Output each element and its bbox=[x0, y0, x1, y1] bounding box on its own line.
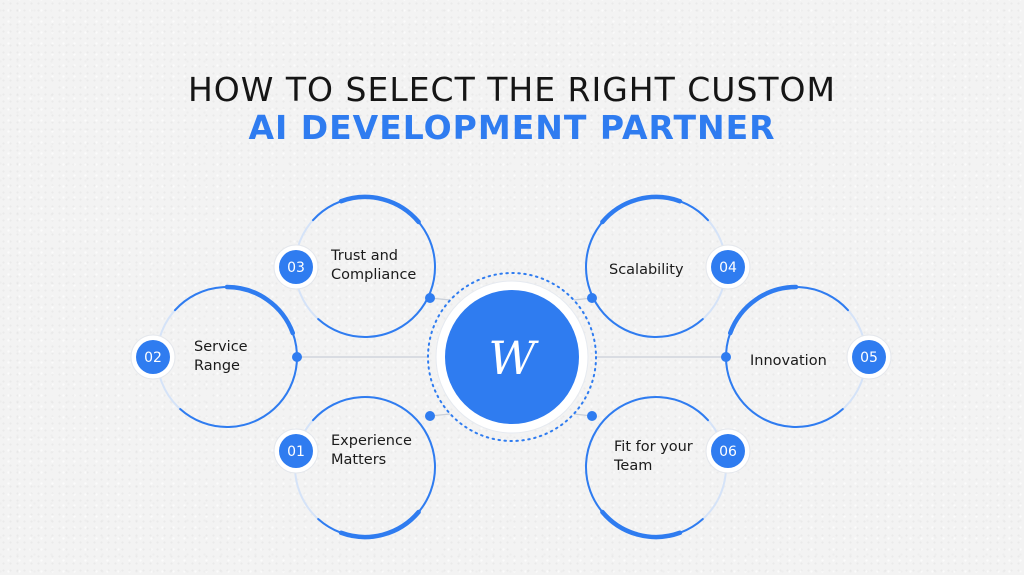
ring-accent-arc bbox=[338, 194, 421, 225]
title-line-1: HOW TO SELECT THE RIGHT CUSTOM bbox=[187, 70, 836, 109]
badge-number: 06 bbox=[719, 444, 737, 460]
badge-inner bbox=[711, 434, 745, 468]
number-badges: 01 02 03 04 05 06 bbox=[130, 244, 892, 474]
ring-accent-arc bbox=[600, 194, 683, 225]
item-rings bbox=[156, 194, 867, 540]
center-hub: W bbox=[427, 272, 597, 442]
label-line: Innovation bbox=[750, 353, 827, 369]
label-line: Service bbox=[194, 339, 248, 355]
connector-dot-05 bbox=[721, 352, 731, 362]
item-ring-03 bbox=[294, 194, 436, 338]
badge-inner bbox=[711, 250, 745, 284]
badge-number: 01 bbox=[287, 444, 305, 460]
number-badge-04: 04 bbox=[705, 244, 751, 290]
label-line: Compliance bbox=[331, 267, 416, 283]
badge-inner bbox=[279, 250, 313, 284]
label-line: Matters bbox=[331, 452, 386, 468]
badge-inner bbox=[279, 434, 313, 468]
connector-dot-02 bbox=[292, 352, 302, 362]
ring-accent-arc bbox=[338, 509, 421, 540]
title-line-2: AI DEVELOPMENT PARTNER bbox=[248, 108, 776, 147]
item-label-04: Scalability bbox=[609, 262, 684, 278]
ring-accent-arc bbox=[727, 284, 799, 336]
badge-number: 04 bbox=[719, 260, 737, 276]
number-badge-05: 05 bbox=[846, 334, 892, 380]
label-line: Range bbox=[194, 358, 240, 374]
label-line: Scalability bbox=[609, 262, 684, 278]
item-label-05: Innovation bbox=[750, 353, 827, 369]
badge-number: 03 bbox=[287, 260, 305, 276]
badge-inner bbox=[852, 340, 886, 374]
label-line: Experience bbox=[331, 433, 412, 449]
label-line: Fit for your bbox=[614, 439, 693, 455]
ring-accent-arc bbox=[224, 284, 296, 336]
item-ring-02 bbox=[156, 284, 302, 428]
badge-number: 05 bbox=[860, 350, 878, 366]
brand-w-logo-icon: W bbox=[488, 331, 539, 385]
hub-dotted-ring bbox=[427, 272, 597, 442]
hub-blue-disc bbox=[445, 290, 579, 424]
number-badge-02: 02 bbox=[130, 334, 176, 380]
number-badge-01: 01 bbox=[273, 428, 319, 474]
connector-dot-04 bbox=[587, 293, 597, 303]
connector-dot-01 bbox=[425, 411, 435, 421]
badge-number: 02 bbox=[144, 350, 162, 366]
label-line: Trust and bbox=[330, 248, 398, 264]
connector-dot-06 bbox=[587, 411, 597, 421]
number-badge-06: 06 bbox=[705, 428, 751, 474]
badge-inner bbox=[136, 340, 170, 374]
item-ring-06 bbox=[585, 396, 727, 540]
number-badge-03: 03 bbox=[273, 244, 319, 290]
ring-accent-arc bbox=[600, 509, 683, 540]
label-line: Team bbox=[613, 458, 652, 474]
connector-dot-03 bbox=[425, 293, 435, 303]
